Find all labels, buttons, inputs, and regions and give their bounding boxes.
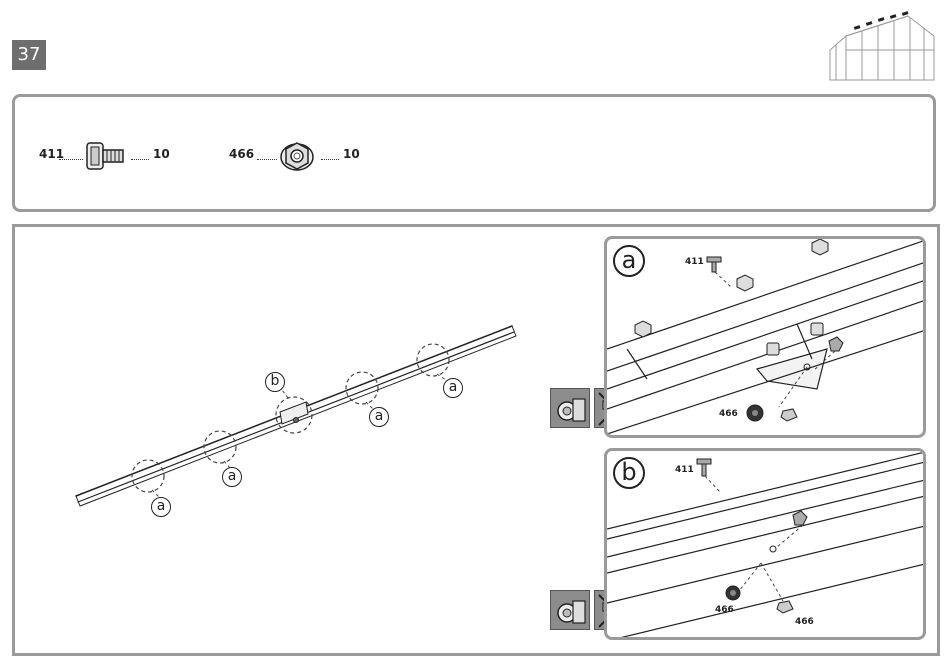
detail-b-panel: b 411 466 466 [604,448,926,640]
detail-b-drawing [607,451,926,640]
detail-b-bolt-label: 411 [675,465,694,475]
detail-b-nut-label-1: 466 [715,605,734,615]
callout-a-label: a [151,497,171,517]
detail-a-panel: a 411 466 [604,236,926,438]
callout-a-label: a [369,407,389,427]
detail-a-letter: a [613,245,645,277]
detail-b-nut-label-2: 466 [795,617,814,627]
callout-circle-a4 [417,344,449,376]
detail-a-bolt-label: 411 [685,257,704,267]
detail-a-nut-label: 466 [719,409,738,419]
callout-circle-a1 [132,460,164,492]
wrench-ok-icon [550,388,590,428]
callout-a-label: a [443,378,463,398]
wrench-ok-icon [550,590,590,630]
detail-a-drawing [607,239,926,438]
detail-b-letter: b [613,457,645,489]
callout-circle-a3 [346,372,378,404]
callout-b-label: b [265,372,285,392]
callout-a-label: a [222,467,242,487]
